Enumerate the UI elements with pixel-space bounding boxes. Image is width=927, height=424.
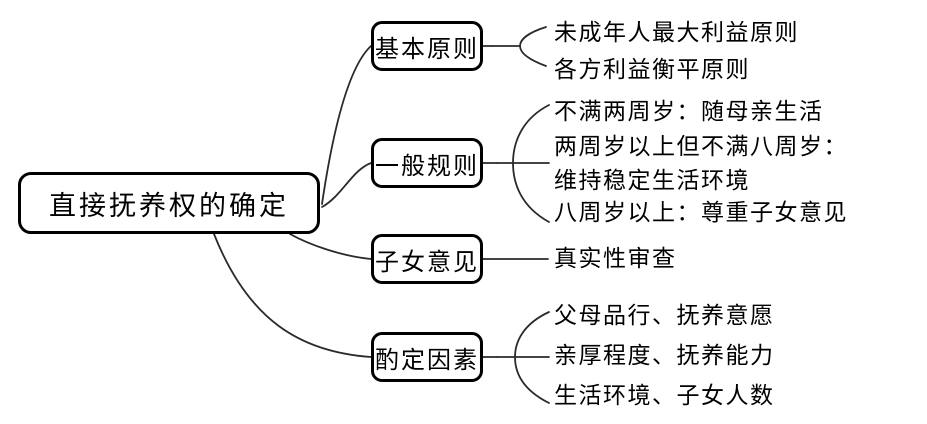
- branch-node-basic-principles[interactable]: 基本原则: [371, 21, 483, 71]
- connector-root-to-discretionary-factors: [213, 233, 372, 358]
- branch-label-discretionary-factors: 酌定因素: [375, 345, 479, 374]
- leaf-general-rules-2: 两周岁以上但不满八周岁： 维持稳定生活环境: [554, 134, 848, 194]
- branch-node-discretionary-factors[interactable]: 酌定因素: [371, 332, 483, 382]
- brace-basic-principles: [519, 26, 547, 67]
- leaf-basic-principles-1: 未成年人最大利益原则: [554, 20, 799, 46]
- leaf-discretionary-2: 亲厚程度、抚养能力: [554, 343, 775, 369]
- leaf-basic-principles-2: 各方利益衡平原则: [554, 57, 750, 83]
- branch-node-children-opinion[interactable]: 子女意见: [371, 234, 483, 284]
- root-node[interactable]: 直接抚养权的确定: [18, 172, 320, 234]
- connector-root-to-general-rules: [321, 162, 372, 208]
- leaf-discretionary-1: 父母品行、抚养意愿: [554, 303, 775, 329]
- leaf-children-opinion-1: 真实性审查: [554, 246, 677, 272]
- branch-label-general-rules: 一般规则: [375, 151, 479, 180]
- leaf-discretionary-3: 生活环境、子女人数: [554, 383, 775, 409]
- leaf-general-rules-1: 不满两周岁：随母亲生活: [554, 99, 824, 125]
- root-node-label: 直接抚养权的确定: [49, 190, 289, 222]
- connector-root-to-children-opinion: [289, 233, 372, 260]
- branch-node-general-rules[interactable]: 一般规则: [371, 138, 483, 188]
- leaf-general-rules-3: 八周岁以上：尊重子女意见: [554, 200, 848, 226]
- connector-root-to-basic-principles: [321, 45, 372, 205]
- branch-label-children-opinion: 子女意见: [375, 247, 479, 276]
- branch-label-basic-principles: 基本原则: [375, 34, 479, 63]
